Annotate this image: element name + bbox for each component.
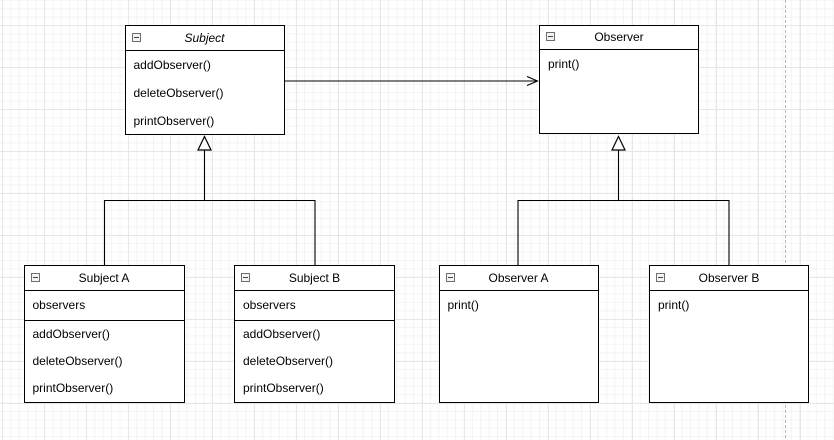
class-header: Subject [125, 26, 284, 51]
edge-generalization-observers[interactable] [518, 137, 729, 266]
method-row[interactable]: printObserver() [32, 381, 114, 396]
method-row[interactable]: addObserver() [32, 326, 110, 341]
class-title: Subject A [78, 271, 130, 285]
class-header: Subject A [24, 266, 184, 291]
collapse-icon[interactable] [546, 32, 555, 41]
edge-generalization-subjects[interactable] [105, 137, 316, 266]
class-box-observer-b[interactable]: Observer B print() [649, 265, 809, 403]
hollow-triangle-arrowhead [612, 137, 625, 151]
method-row[interactable]: print() [548, 56, 580, 71]
class-title: Observer A [488, 271, 549, 285]
edge-association-subject-observer[interactable] [285, 77, 538, 86]
method-row[interactable]: printObserver() [243, 381, 324, 396]
class-title: Observer [594, 30, 644, 44]
method-row[interactable]: deleteObserver() [32, 353, 123, 368]
collapse-icon[interactable] [131, 33, 141, 42]
class-box-subject-a[interactable]: Subject A observers addObserver() delete… [23, 265, 185, 403]
class-title: Subject [184, 31, 225, 45]
class-header: Subject B [235, 266, 394, 291]
class-title: Observer B [698, 271, 760, 285]
method-row[interactable]: print() [447, 297, 479, 312]
class-box-subject[interactable]: Subject addObserver() deleteObserver() p… [124, 25, 285, 135]
class-box-subject-b[interactable]: Subject B observers addObserver() delete… [234, 265, 395, 403]
method-row[interactable]: printObserver() [133, 113, 215, 128]
class-header: Observer [540, 26, 698, 50]
collapse-icon[interactable] [656, 273, 665, 282]
collapse-icon[interactable] [241, 273, 250, 282]
attribute-row[interactable]: observers [235, 291, 394, 321]
method-row[interactable]: deleteObserver() [133, 85, 224, 100]
method-row[interactable]: addObserver() [133, 57, 211, 72]
class-header: Observer B [650, 266, 808, 291]
class-box-observer-a[interactable]: Observer A print() [438, 265, 599, 403]
collapse-icon[interactable] [445, 273, 455, 282]
attribute-row[interactable]: observers [24, 291, 184, 321]
class-header: Observer A [439, 266, 598, 291]
method-row[interactable]: print() [658, 297, 690, 312]
collapse-icon[interactable] [30, 273, 40, 282]
method-row[interactable]: deleteObserver() [243, 353, 334, 368]
method-row[interactable]: addObserver() [243, 326, 321, 341]
class-title: Subject B [288, 271, 341, 285]
class-box-observer[interactable]: Observer print() [539, 25, 699, 134]
hollow-triangle-arrowhead [198, 137, 211, 151]
